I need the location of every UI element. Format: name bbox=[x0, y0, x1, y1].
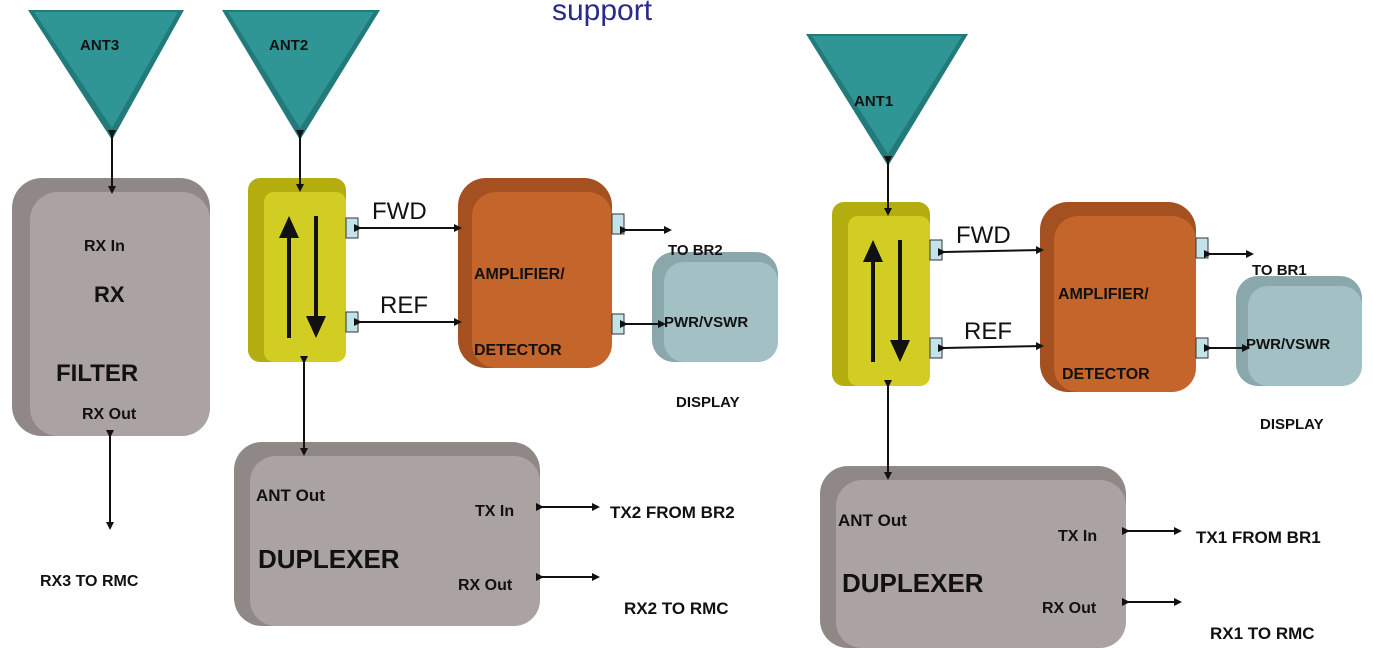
amplifier-detector-block-2 bbox=[458, 178, 612, 368]
antenna-label-ant2: ANT2 bbox=[269, 37, 309, 54]
port-ref-1 bbox=[929, 337, 943, 359]
rx-filter-block bbox=[12, 178, 210, 436]
antenna-ant1 bbox=[806, 34, 968, 166]
ref-label-1: REF bbox=[964, 318, 1012, 345]
duplexer-name-label-1: DUPLEXER bbox=[842, 568, 984, 598]
rx2-to-rmc-label: RX2 TO RMC bbox=[624, 599, 729, 618]
port-ref-2 bbox=[345, 311, 359, 333]
rx-filter-name-line2: FILTER bbox=[56, 360, 139, 387]
port-fwd-2 bbox=[345, 217, 359, 239]
port-amp-out-bottom-2 bbox=[611, 313, 625, 335]
duplexer-tx-in-label-1: TX In bbox=[1058, 528, 1098, 545]
duplexer-block-1 bbox=[820, 466, 1126, 648]
antenna-label-ant1: ANT1 bbox=[854, 93, 894, 110]
port-amp-out-top-1 bbox=[1195, 237, 1209, 259]
display-label-1: DISPLAY bbox=[1260, 416, 1324, 433]
amplifier-detector-block-1 bbox=[1040, 202, 1196, 392]
amplifier-label-2: AMPLIFIER/ bbox=[474, 266, 565, 283]
pwr-vswr-label-1: PWR/VSWR bbox=[1246, 336, 1331, 353]
display-label-2: DISPLAY bbox=[676, 394, 740, 411]
tx2-from-br2-label: TX2 FROM BR2 bbox=[610, 503, 735, 522]
pwr-vswr-label-2: PWR/VSWR bbox=[664, 314, 749, 331]
connectors bbox=[106, 130, 1254, 606]
diagram-title: support bbox=[552, 0, 653, 27]
duplexer-name-label-2: DUPLEXER bbox=[258, 544, 400, 574]
duplexer-rx-out-label-1: RX Out bbox=[1042, 600, 1097, 617]
rx1-to-rmc-label: RX1 TO RMC bbox=[1210, 624, 1315, 643]
duplexer-ant-out-label-1: ANT Out bbox=[838, 511, 907, 530]
pwr-vswr-display-1 bbox=[1236, 276, 1362, 386]
tx1-from-br1-label: TX1 FROM BR1 bbox=[1196, 528, 1321, 547]
port-amp-out-top-2 bbox=[611, 213, 625, 235]
duplexer-tx-in-label-2: TX In bbox=[475, 503, 515, 520]
antenna-label-ant3: ANT3 bbox=[80, 37, 120, 54]
connector-ref-1 bbox=[937, 342, 1044, 353]
fwd-label-1: FWD bbox=[956, 222, 1011, 249]
port-amp-out-bottom-1 bbox=[1195, 337, 1209, 359]
duplexer-block-2 bbox=[234, 442, 540, 626]
port-fwd-1 bbox=[929, 239, 943, 261]
pwr-vswr-display-2 bbox=[652, 252, 778, 362]
duplexer-ant-out-label-2: ANT Out bbox=[256, 486, 325, 505]
rx-filter-in-label: RX In bbox=[84, 238, 125, 255]
ref-label-2: REF bbox=[380, 292, 428, 319]
antenna-ant3 bbox=[28, 10, 184, 140]
antenna-ant2 bbox=[222, 10, 380, 140]
fwd-label-2: FWD bbox=[372, 198, 427, 225]
rx3-to-rmc-label: RX3 TO RMC bbox=[40, 573, 139, 590]
detector-label-2: DETECTOR bbox=[474, 342, 562, 359]
rx-filter-out-label: RX Out bbox=[82, 406, 137, 423]
rx-filter-name-line1: RX bbox=[94, 282, 125, 307]
amplifier-label-1: AMPLIFIER/ bbox=[1058, 286, 1149, 303]
to-br2-label: TO BR2 bbox=[668, 242, 723, 259]
duplexer-rx-out-label-2: RX Out bbox=[458, 577, 513, 594]
connector-fwd-1 bbox=[937, 246, 1044, 257]
directional-coupler-2 bbox=[248, 178, 346, 362]
to-br1-label: TO BR1 bbox=[1252, 262, 1307, 279]
detector-label-1: DETECTOR bbox=[1062, 366, 1150, 383]
directional-coupler-1 bbox=[832, 202, 930, 386]
